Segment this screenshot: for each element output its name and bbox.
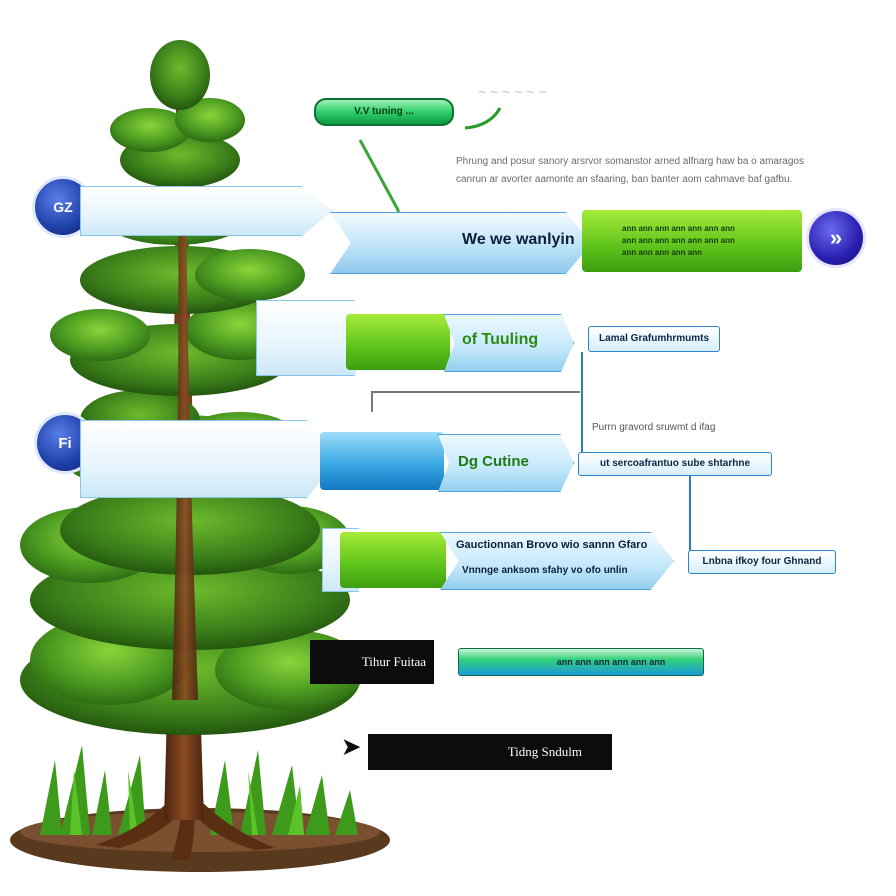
row3-side-label: ut sercoafrantuo sube shtarhne	[599, 458, 751, 469]
right-branch-label: Lnbna ifkoy four Ghnand	[702, 556, 822, 567]
row1-main-arrow	[330, 212, 592, 274]
row2-green-block	[346, 314, 450, 370]
row5-bar: ann ann ann ann ann ann	[458, 648, 704, 676]
row3-side-box: ut sercoafrantuo sube shtarhne	[578, 452, 772, 476]
right-branch-box: Lnbna ifkoy four Ghnand	[688, 550, 836, 574]
row3-ghost-arrow	[80, 420, 338, 498]
row2-side-box: Lamal Grafumhrmumts	[588, 326, 720, 352]
row5-bar-label: ann ann ann ann ann ann	[556, 656, 666, 667]
row2-main-label: of Tuuling	[462, 331, 539, 348]
row3-blue-block	[320, 432, 444, 490]
badge-fi-label: Fi	[58, 434, 72, 452]
header-faint-title: ~ ~ ~ ~ ~ ~	[478, 84, 547, 100]
row3-main-arrow	[438, 434, 574, 492]
forward-icon: »	[806, 208, 866, 268]
row5-dark-bar: Tihur Fuitaa	[310, 640, 434, 684]
row4-line-1: Gauctionnan Brovo wio sannn Gfaro	[456, 539, 648, 551]
header-desc-line-1: Phrung and posur sanory arsrvor somansto…	[456, 156, 804, 167]
row1-green-line-1: ann ann ann ann ann ann ann	[622, 224, 735, 233]
row1-green-line-3: ann ann ann ann ann	[622, 248, 703, 257]
row4-line-2: Vnnnge anksom sfahy vo ofo unlin	[462, 565, 628, 576]
badge-gz-label: GZ	[53, 199, 73, 215]
top-label-pill: V.V tuning ...	[314, 98, 454, 126]
grass	[40, 745, 358, 835]
row2-main-arrow	[444, 314, 574, 372]
row6-dark-label: Tidng Sndulm	[507, 744, 582, 759]
mid-caption: Purrn gravord sruwmt d ifag	[592, 422, 716, 433]
badge-forward-label: »	[829, 225, 843, 250]
row6-left-arrow-icon: ➤	[342, 734, 361, 759]
top-label-text: V.V tuning ...	[354, 106, 414, 117]
row4-green-block	[340, 532, 446, 588]
row1-ghost-arrow	[80, 186, 332, 236]
row1-green-line-2: ann ann ann ann ann ann ann	[622, 236, 735, 245]
row3-main-label: Dg Cutine	[458, 453, 529, 470]
row4-main-arrow	[440, 532, 674, 590]
row2-side-label: Lamal Grafumhrmumts	[598, 333, 710, 344]
header-desc-line-2: canrun ar avorter aamonte an sfaaring, b…	[456, 174, 793, 185]
row6-dark-bar: Tidng Sndulm	[368, 734, 612, 770]
row5-dark-label: Tihur Fuitaa	[361, 654, 426, 669]
row1-green-box: ann ann ann ann ann ann ann ann ann ann …	[582, 210, 802, 272]
row1-main-label: We we wanlyin	[462, 231, 575, 248]
